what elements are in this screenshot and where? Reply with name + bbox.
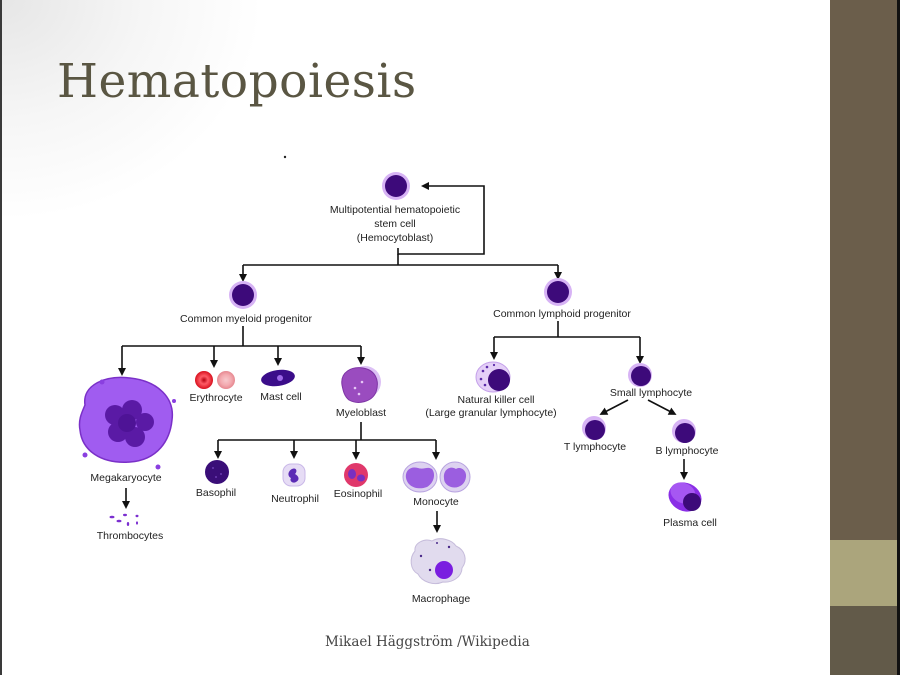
basophil-label: Basophil xyxy=(196,487,236,499)
t-lymphocyte-nucleus xyxy=(585,420,605,440)
mast-cell-label: Mast cell xyxy=(260,391,301,403)
stem-cell-label-2: stem cell xyxy=(374,218,415,230)
self-renewal-arrow xyxy=(397,182,485,255)
window-edge xyxy=(897,0,900,675)
neutrophil-cell xyxy=(282,463,306,487)
megakaryocyte-label: Megakaryocyte xyxy=(90,472,161,484)
erythrocyte-label: Erythrocyte xyxy=(189,392,242,404)
arrow-to-b-lymphocyte xyxy=(647,399,677,415)
arrow-to-t-lymphocyte xyxy=(599,399,629,415)
monocyte-cells xyxy=(402,461,471,493)
small-lymphocyte-nucleus xyxy=(631,366,651,386)
slide-title: Hematopoiesis xyxy=(57,54,417,109)
macrophage-cell xyxy=(410,538,466,585)
myeloblast-label: Myeloblast xyxy=(336,407,386,419)
myeloblast-cell xyxy=(341,366,381,403)
mast-cell xyxy=(261,369,295,387)
stem-cell-nucleus xyxy=(385,175,407,197)
sidebar-decoration xyxy=(830,0,897,675)
nk-cell-label-1: Natural killer cell xyxy=(457,394,534,406)
thrombocytes-cells xyxy=(109,513,139,526)
stray-dot xyxy=(283,155,287,159)
small-lymphocyte-label: Small lymphocyte xyxy=(610,387,692,399)
stem-cell xyxy=(382,172,410,200)
erythrocyte-cells xyxy=(195,371,235,389)
plasma-cell xyxy=(668,482,702,512)
eosinophil-label: Eosinophil xyxy=(334,488,382,500)
thrombocytes-label: Thrombocytes xyxy=(97,530,164,542)
t-lymphocyte-label: T lymphocyte xyxy=(564,441,626,453)
eosinophil-cell xyxy=(344,463,368,487)
stem-cell-label-3: (Hemocytoblast) xyxy=(357,232,433,244)
stem-cell-label-1: Multipotential hematopoietic xyxy=(330,204,460,216)
b-lymphocyte-nucleus xyxy=(675,423,695,443)
nk-cell xyxy=(475,361,511,393)
sidebar-lower-band xyxy=(830,606,897,675)
macrophage-label: Macrophage xyxy=(412,593,471,605)
lymphoid-progenitor-nucleus xyxy=(547,281,569,303)
myeloid-progenitor-label: Common myeloid progenitor xyxy=(180,313,312,325)
lymphoid-progenitor-label: Common lymphoid progenitor xyxy=(493,308,631,320)
neutrophil-label: Neutrophil xyxy=(271,493,319,505)
plasma-cell-label: Plasma cell xyxy=(663,517,717,529)
b-lymphocyte-label: B lymphocyte xyxy=(655,445,718,457)
sidebar-stripe xyxy=(830,540,897,606)
megakaryocyte-cell xyxy=(78,376,176,470)
basophil-cell xyxy=(205,460,229,484)
nk-cell-label-2: (Large granular lymphocyte) xyxy=(425,407,556,419)
monocyte-label: Monocyte xyxy=(413,496,459,508)
image-credit: Mikael Häggström /Wikipedia xyxy=(325,634,530,650)
myeloid-progenitor-nucleus xyxy=(232,284,254,306)
